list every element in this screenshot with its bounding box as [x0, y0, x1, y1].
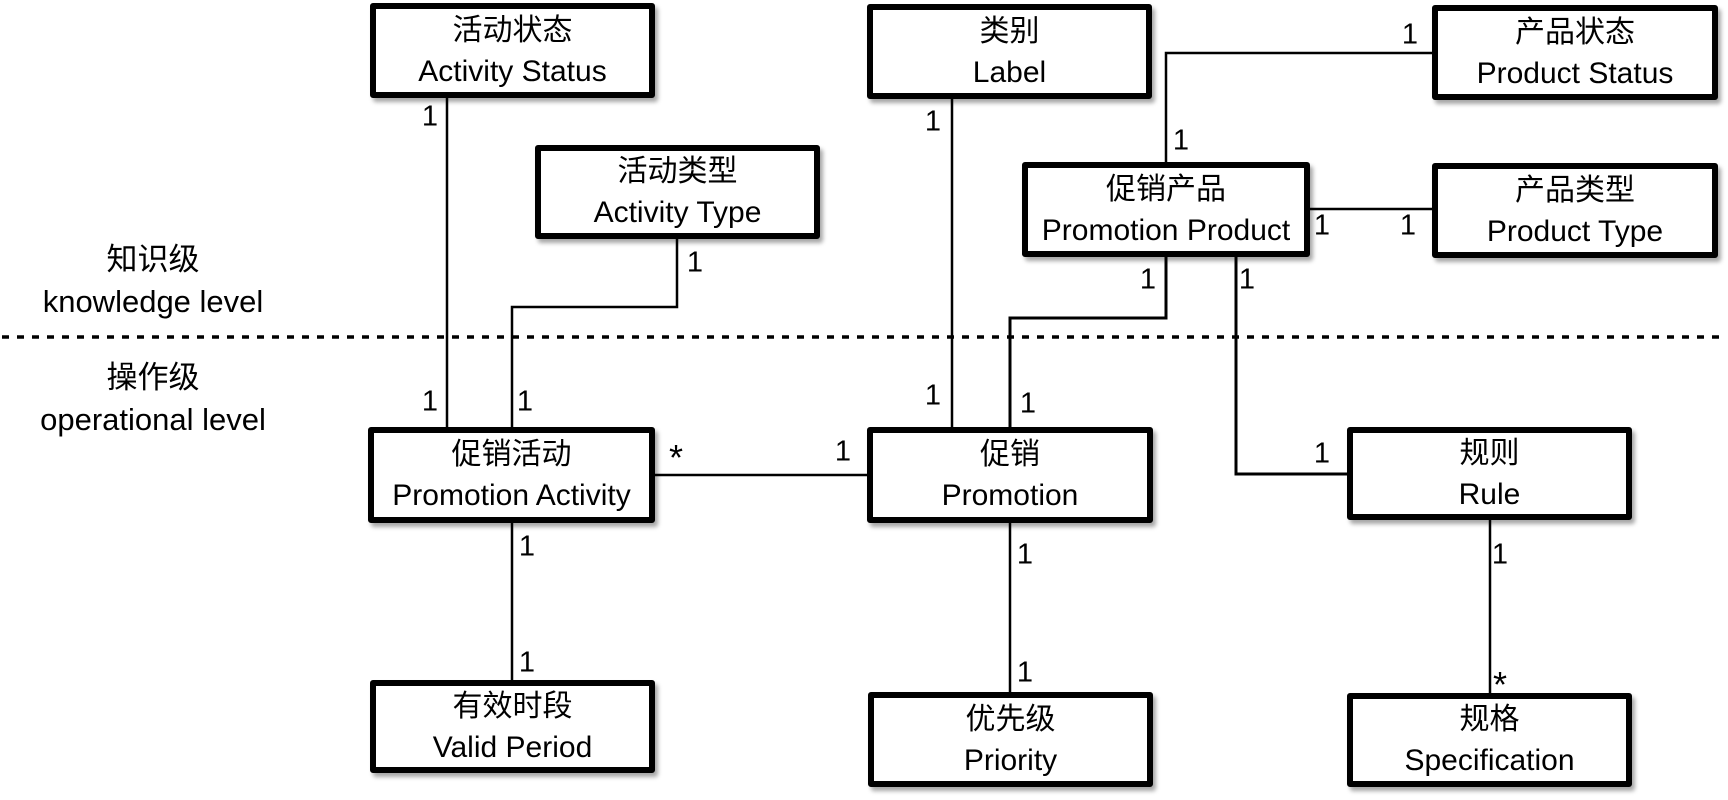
multiplicity-promotion-product-top-end: 1 [1172, 124, 1190, 157]
entity-label-en: Label [972, 55, 1047, 89]
multiplicity-label-end: 1 [924, 105, 942, 138]
multiplicity-activity-status-end: 1 [421, 100, 439, 133]
entity-promotion-activity: 促销活动 Promotion Activity [368, 427, 655, 523]
entity-valid-period-zh: 有效时段 [452, 689, 573, 723]
entity-promotion-zh: 促销 [980, 438, 1040, 471]
entity-label: 类别 Label [867, 4, 1152, 99]
entity-promotion-activity-en: Promotion Activity [392, 479, 631, 512]
entity-product-type-en: Product Type [1486, 214, 1664, 248]
entity-rule-en: Rule [1458, 477, 1521, 511]
level-knowledge-en: knowledge level [42, 284, 264, 319]
multiplicity-activity-status-activity-end: 1 [421, 385, 439, 418]
multiplicity-product-type-end: 1 [1399, 209, 1417, 242]
connector-activity-type-promotion-activity [510, 239, 679, 427]
multiplicity-label-promotion-end: 1 [924, 379, 942, 412]
multiplicity-promotion-activity-period-end: 1 [518, 530, 536, 563]
entity-activity-type-zh: 活动类型 [617, 155, 738, 188]
entity-activity-type-en: Activity Type [593, 196, 762, 229]
connector-promotion-product-rule [1234, 257, 1347, 476]
multiplicity-valid-period-end: 1 [518, 646, 536, 679]
entity-priority-en: Priority [963, 743, 1058, 777]
entity-activity-status-zh: 活动状态 [452, 13, 573, 47]
entity-activity-status: 活动状态 Activity Status [370, 3, 655, 98]
entity-rule-zh: 规则 [1459, 436, 1520, 470]
multiplicity-promotion-product-bottom-right-end: 1 [1238, 263, 1256, 296]
entity-specification: 规格 Specification [1347, 693, 1632, 787]
level-label-knowledge: 知识级 knowledge level [8, 239, 298, 323]
connector-promotion-product-promotion [1008, 257, 1168, 427]
entity-product-type: 产品类型 Product Type [1432, 163, 1718, 258]
level-operational-zh: 操作级 [106, 360, 200, 395]
multiplicity-promotion-one: 1 [834, 435, 852, 468]
multiplicity-promotion-from-product-end: 1 [1019, 387, 1037, 420]
multiplicity-specification-many: * [1492, 664, 1508, 705]
multiplicity-promotion-product-bottom-left-end: 1 [1139, 263, 1157, 296]
entity-product-status-zh: 产品状态 [1515, 15, 1635, 49]
multiplicity-promotion-priority-end: 1 [1016, 538, 1034, 571]
entity-valid-period: 有效时段 Valid Period [370, 680, 655, 773]
entity-activity-type: 活动类型 Activity Type [535, 145, 820, 239]
multiplicity-promotion-activity-many: * [668, 437, 684, 478]
entity-promotion: 促销 Promotion [867, 427, 1153, 523]
entity-promotion-en: Promotion [941, 479, 1079, 512]
multiplicity-activity-type-end: 1 [686, 246, 704, 279]
level-knowledge-zh: 知识级 [106, 242, 200, 277]
entity-rule: 规则 Rule [1347, 427, 1632, 520]
entity-promotion-product: 促销产品 Promotion Product [1022, 162, 1310, 257]
entity-priority: 优先级 Priority [868, 692, 1153, 787]
entity-specification-zh: 规格 [1459, 703, 1520, 736]
entity-product-type-zh: 产品类型 [1515, 173, 1635, 207]
level-label-operational: 操作级 operational level [8, 357, 298, 441]
entity-label-zh: 类别 [979, 14, 1040, 48]
entity-specification-en: Specification [1404, 744, 1575, 777]
multiplicity-priority-end: 1 [1016, 656, 1034, 689]
multiplicity-activity-type-activity-end: 1 [516, 385, 534, 418]
entity-promotion-product-en: Promotion Product [1041, 213, 1291, 247]
entity-promotion-product-zh: 促销产品 [1106, 172, 1226, 206]
multiplicity-product-status-end: 1 [1401, 18, 1419, 51]
multiplicity-promotion-product-right-end: 1 [1313, 209, 1331, 242]
multiplicity-rule-spec-end: 1 [1491, 538, 1509, 571]
multiplicity-rule-from-product-end: 1 [1313, 437, 1331, 470]
entity-priority-zh: 优先级 [965, 702, 1056, 736]
entity-activity-status-en: Activity Status [418, 54, 607, 88]
entity-product-status-en: Product Status [1476, 56, 1674, 90]
connector-promotion-product-product-status [1164, 51, 1432, 162]
level-operational-en: operational level [40, 402, 266, 437]
entity-valid-period-en: Valid Period [432, 730, 593, 764]
entity-product-status: 产品状态 Product Status [1432, 5, 1718, 100]
entity-promotion-activity-zh: 促销活动 [451, 438, 572, 471]
